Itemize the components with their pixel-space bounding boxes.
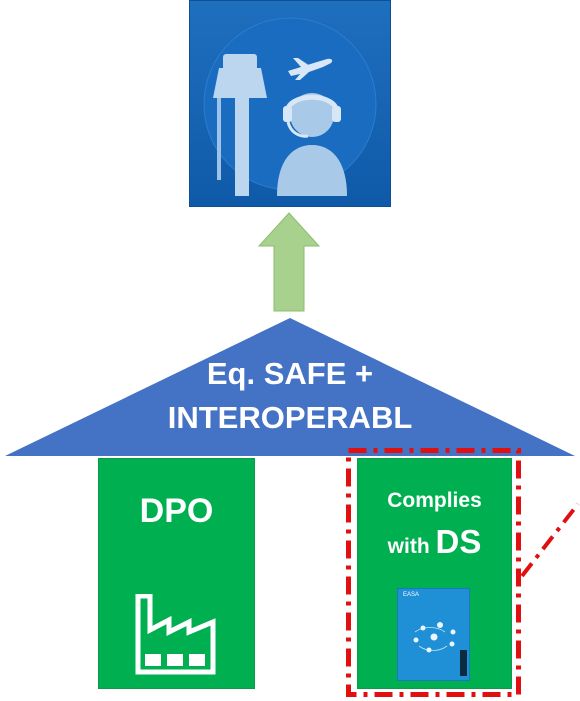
upward-arrow [258, 212, 320, 312]
roof-label: Eq. SAFE + INTEROPERABL [90, 352, 490, 440]
easa-brand-text: EASA [403, 592, 420, 598]
atc-icon-tile [189, 0, 391, 207]
easa-cover-graphics [413, 622, 456, 653]
complies-label: Complies [387, 489, 482, 512]
highlight-dashed-box [346, 448, 521, 697]
easa-document-icon [397, 588, 470, 681]
factory-icon [135, 594, 216, 675]
pointer-dashed-line [520, 502, 580, 578]
with-label: with [387, 535, 430, 558]
roof-triangle [5, 318, 575, 456]
atc-illustration [203, 17, 377, 196]
document-spine [460, 650, 467, 676]
control-tower-icon [213, 54, 267, 196]
roof-label-line2: INTEROPERABL [167, 400, 413, 435]
headset-operator-icon [277, 93, 347, 196]
pillar-dpo [98, 458, 255, 689]
dpo-label: DPO [139, 492, 214, 530]
roof-label-line1: Eq. SAFE + [206, 356, 374, 391]
ds-label: DS [435, 523, 482, 560]
airplane-icon [288, 58, 333, 80]
with-ds-label: with DS [357, 520, 512, 569]
